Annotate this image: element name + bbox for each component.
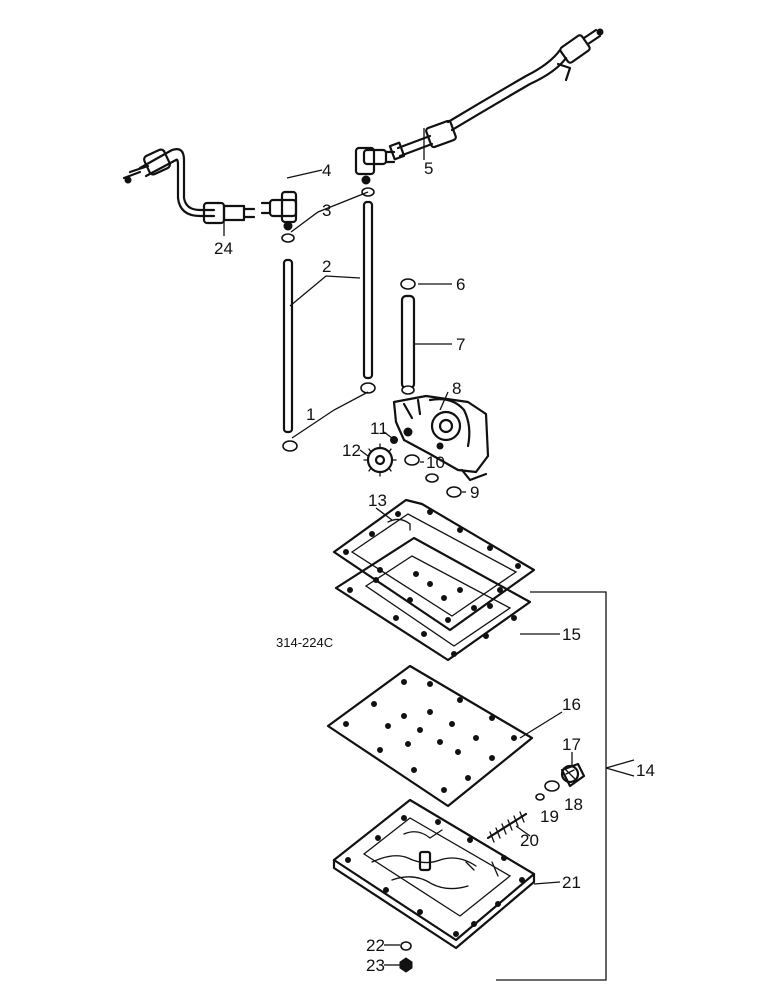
pump-body-8 [392,394,490,482]
o-ring-3-left [281,233,295,243]
pin-11 [390,436,398,444]
ring-22 [400,941,412,951]
o-ring-1-right [360,382,376,394]
valve-body-21 [332,798,536,950]
callout-11: 11 [370,419,388,438]
gasket-13 [332,498,536,632]
figure-reference-code: 314-224C [276,635,333,650]
callout-17: 17 [562,735,581,754]
separator-plate-15 [334,536,532,662]
o-ring-9 [446,486,462,498]
callout-15: 15 [562,625,581,644]
o-ring-6 [400,278,416,290]
callout-21: 21 [562,873,581,892]
callout-3: 3 [322,201,331,220]
callout-1: 1 [306,405,315,424]
callout-2: 2 [322,257,331,276]
callout-12: 12 [342,441,361,460]
callout-18: 18 [564,795,583,814]
callout-20: 20 [520,831,539,850]
pipe-assembly-5 [388,28,604,161]
callout-22: 22 [366,936,385,955]
callout-10: 10 [426,453,445,472]
o-ring-10b [425,473,439,483]
o-ring-10 [404,454,420,466]
callout-9: 9 [470,483,479,502]
callout-13: 13 [368,491,387,510]
callout-19: 19 [540,807,559,826]
washer-18 [544,780,560,792]
callout-6: 6 [456,275,465,294]
group-14-bracket [496,591,607,981]
plate-16 [326,664,534,808]
leader-lines [223,128,573,966]
gear-12 [363,443,397,477]
tube-7 [400,294,416,395]
callout-7: 7 [456,335,465,354]
callout-5: 5 [424,159,433,178]
elbow-fitting-right [354,146,396,185]
tube-2-right [362,200,374,380]
pipe-assembly-24 [122,148,256,225]
callout-23: 23 [366,956,385,975]
callout-labels: 1 2 3 4 5 6 7 8 9 10 11 12 13 14 15 16 1… [214,159,655,975]
plug-17 [560,762,586,788]
group-14-connector [605,759,635,777]
callout-24: 24 [214,239,233,258]
callout-8: 8 [452,379,461,398]
nut-23 [399,957,413,973]
callout-16: 16 [562,695,581,714]
tube-2-left [282,258,294,434]
callout-14: 14 [636,761,655,780]
spring-20 [486,811,528,843]
callout-4: 4 [322,161,331,180]
ring-19 [535,793,545,801]
o-ring-1-left [282,440,298,452]
elbow-fitting-left [260,190,298,231]
